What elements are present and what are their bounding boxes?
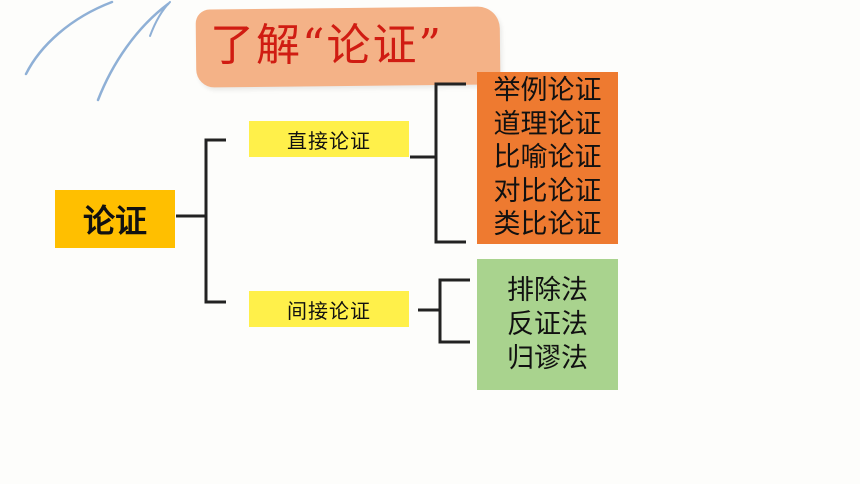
leaf-item: 对比论证	[493, 175, 602, 207]
leaf-item: 举例论证	[493, 75, 602, 107]
branch-node-indirect: 间接论证	[249, 291, 409, 327]
page-title: 了解“论证”	[210, 20, 443, 71]
leaf-item: 道理论证	[493, 108, 602, 140]
leaf-item: 归谬法	[507, 342, 588, 374]
root-node: 论证	[55, 190, 175, 248]
connector-indirect-bracket	[438, 278, 470, 344]
connector-root-bracket	[204, 138, 226, 304]
decorative-scribble	[24, 0, 171, 102]
branch-node-direct: 直接论证	[249, 121, 409, 157]
connector-direct-bracket	[434, 82, 466, 244]
root-node-label: 论证	[82, 202, 147, 240]
leaf-item: 类比论证	[493, 209, 602, 241]
branch-node-label: 间接论证	[287, 298, 371, 323]
leaf-item: 排除法	[507, 274, 588, 306]
leaf-item: 反证法	[507, 308, 588, 340]
leaf-item: 比喻论证	[493, 142, 602, 174]
leaf-group-direct: 举例论证 道理论证 比喻论证 对比论证 类比论证	[477, 72, 618, 244]
branch-node-label: 直接论证	[287, 128, 371, 153]
leaf-group-indirect: 排除法 反证法 归谬法	[477, 259, 618, 390]
